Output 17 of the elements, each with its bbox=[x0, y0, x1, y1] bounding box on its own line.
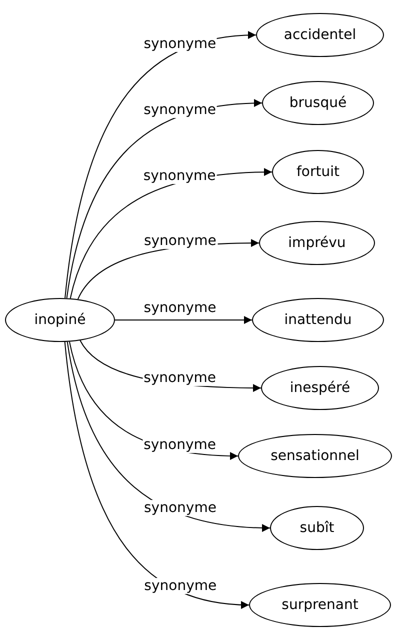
word-ellipse: inopiné bbox=[5, 298, 115, 342]
edge-label: synonyme bbox=[143, 500, 218, 516]
word-ellipse: imprévu bbox=[259, 221, 375, 265]
edge-label: synonyme bbox=[143, 578, 218, 594]
edge-label: synonyme bbox=[142, 36, 218, 52]
word-ellipse: surprenant bbox=[249, 583, 391, 627]
arrow bbox=[114, 316, 252, 324]
edge-label: synonyme bbox=[142, 437, 218, 454]
arrow bbox=[64, 341, 250, 609]
word-ellipse: brusqué bbox=[262, 81, 374, 125]
word-ellipse: subît bbox=[270, 506, 364, 550]
word-ellipse: inattendu bbox=[252, 298, 384, 342]
arrow bbox=[64, 31, 256, 299]
word-ellipse: accidentel bbox=[256, 13, 384, 57]
word-ellipse: sensationnel bbox=[238, 434, 392, 478]
word-ellipse: inespéré bbox=[261, 366, 379, 410]
word-ellipse: fortuit bbox=[272, 150, 364, 194]
